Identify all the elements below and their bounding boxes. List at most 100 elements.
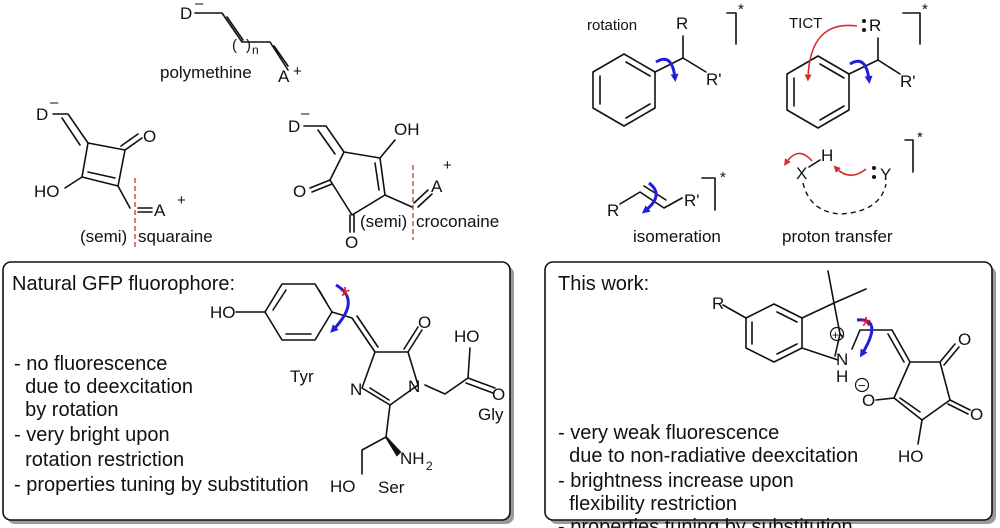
squaraine-carbonyl: O	[143, 127, 156, 146]
gfp-bullet-2: due to deexcitation	[14, 376, 193, 398]
squaraine-acceptor-charge: +	[177, 192, 186, 209]
squaraine-structure: D – O HO A + (semi) squaraine	[34, 94, 213, 248]
gfp-amine-subscript: 2	[426, 459, 433, 473]
croconaine-carbonyl-2: O	[345, 233, 358, 252]
polymethine-structure: D – ( ) n A + polymethine	[160, 0, 302, 86]
this-work-bullet-1: - very weak fluorescence	[558, 422, 779, 444]
rotation-excited-mark: *	[738, 1, 744, 18]
gfp-chromophore-structure: HO N N O HO O Gly	[210, 281, 505, 497]
tict-label: TICT	[789, 15, 822, 32]
gfp-carbonyl: O	[418, 313, 431, 332]
isomeration-sub-r: R	[607, 201, 619, 220]
tw-hydroxyl: HO	[898, 447, 924, 466]
tw-hydrogen: H	[836, 367, 848, 386]
squaraine-label-semi: (semi)	[80, 227, 127, 246]
tw-substituent: R	[712, 294, 724, 313]
gfp-bullet-3: by rotation	[14, 399, 119, 421]
polymethine-acceptor-charge: +	[293, 63, 302, 80]
squaraine-acceptor: A	[154, 201, 166, 220]
isomeration-excited-mark: *	[720, 169, 726, 186]
gfp-amine: NH	[400, 449, 425, 468]
proton-transfer-arrow-2	[833, 165, 867, 177]
isomeration-label: isomeration	[633, 227, 721, 246]
squaraine-hydroxyl: HO	[34, 182, 60, 201]
rotation-arrow	[655, 57, 679, 82]
rotation-sub-r2: R'	[706, 70, 722, 89]
gfp-bullet-1: - no fluorescence	[14, 353, 167, 375]
tw-minus-charge: −	[858, 378, 866, 393]
tict-mechanism: TICT R R' *	[786, 1, 928, 129]
gfp-acid-carbonyl: O	[492, 385, 505, 404]
proton-transfer-excited-mark: *	[917, 129, 923, 146]
isomeration-mechanism: R R' * isomeration	[607, 169, 726, 246]
tw-nitrogen: N	[836, 350, 848, 369]
rotation-label: rotation	[587, 17, 637, 34]
tw-carbonyl-2: O	[970, 405, 983, 424]
polymethine-label: polymethine	[160, 63, 252, 82]
gfp-gly-label: Gly	[478, 405, 504, 424]
croconaine-carbonyl-1: O	[293, 182, 306, 201]
croconaine-label-name: croconaine	[416, 212, 499, 231]
paren-close: )	[246, 37, 251, 54]
gfp-ring-n1: N	[350, 380, 362, 399]
squaraine-donor-charge: –	[50, 94, 59, 111]
tw-carbonyl-1: O	[958, 330, 971, 349]
gfp-bullet-6: - properties tuning by substitution	[14, 474, 309, 496]
semicroconaine-structure: R + N H	[712, 270, 983, 466]
polymethine-acceptor: A	[278, 67, 290, 86]
gfp-rotation-arrow	[330, 283, 350, 333]
this-work-panel: This work: - very weak fluorescence due …	[544, 261, 996, 528]
proton-transfer-label: proton transfer	[782, 227, 893, 246]
gfp-acid-hydroxyl: HO	[454, 327, 480, 346]
gfp-bullet-4: - very bright upon	[14, 424, 170, 446]
gfp-restriction-mark: *	[340, 281, 350, 311]
proton-transfer-mechanism: X H Y * proton transfer	[782, 129, 923, 246]
rotation-sub-r: R	[676, 14, 688, 33]
tict-charge-transfer-arrow	[804, 24, 858, 82]
proton-transfer-linker	[802, 182, 887, 215]
this-work-bullet-4: flexibility restriction	[558, 493, 737, 515]
gfp-hydroxyl: HO	[210, 303, 236, 322]
this-work-bullet-2: due to non-radiative deexcitation	[558, 445, 858, 467]
tw-rotation-arrow	[856, 318, 874, 358]
isomeration-sub-r2: R'	[684, 191, 700, 210]
gfp-ring-n2: N	[408, 377, 420, 396]
this-work-bullet-5: - properties tuning by substitution	[558, 516, 853, 528]
isomeration-arrow	[641, 181, 658, 214]
polymethine-repeat-index: n	[252, 43, 259, 57]
proton-transfer-arrow-1	[784, 152, 813, 166]
gfp-tyr-label: Tyr	[290, 367, 314, 386]
tict-sub-r: R	[869, 16, 881, 35]
croconaine-acceptor-charge: +	[443, 157, 452, 174]
polymethine-donor-charge: –	[195, 0, 204, 12]
gfp-ser-hydroxyl: HO	[330, 477, 356, 496]
gfp-bullet-5: rotation restriction	[14, 449, 184, 471]
croconaine-structure: D – OH O O A + (semi) croconaine	[288, 105, 499, 252]
gfp-panel-border	[2, 261, 511, 521]
proton-transfer-donor: X	[796, 164, 807, 183]
tict-excited-mark: *	[922, 1, 928, 18]
squaraine-label-name: squaraine	[138, 227, 213, 246]
tw-plus-charge: +	[832, 328, 839, 342]
croconaine-acceptor: A	[431, 177, 443, 196]
croconaine-donor-charge: –	[301, 105, 310, 122]
rotation-mechanism: rotation R R' *	[587, 1, 744, 127]
squaraine-donor: D	[36, 105, 48, 124]
paren-open: (	[232, 37, 237, 54]
proton-transfer-acceptor: Y	[880, 165, 891, 184]
croconaine-donor: D	[288, 117, 300, 136]
gfp-ser-label: Ser	[378, 478, 405, 497]
this-work-panel-border	[544, 261, 993, 521]
tw-restriction-mark: *	[861, 311, 871, 341]
gfp-title: Natural GFP fluorophore:	[12, 273, 235, 295]
croconaine-label-semi: (semi)	[360, 212, 407, 231]
this-work-bullet-3: - brightness increase upon	[558, 470, 794, 492]
tict-rotation-arrow	[849, 59, 873, 84]
tw-oxide: O	[862, 391, 875, 410]
croconaine-hydroxyl: OH	[394, 120, 420, 139]
gfp-panel: Natural GFP fluorophore: - no fluorescen…	[2, 261, 514, 524]
proton-transfer-hydrogen: H	[821, 146, 833, 165]
this-work-title: This work:	[558, 273, 649, 295]
tict-sub-r2: R'	[900, 72, 916, 91]
